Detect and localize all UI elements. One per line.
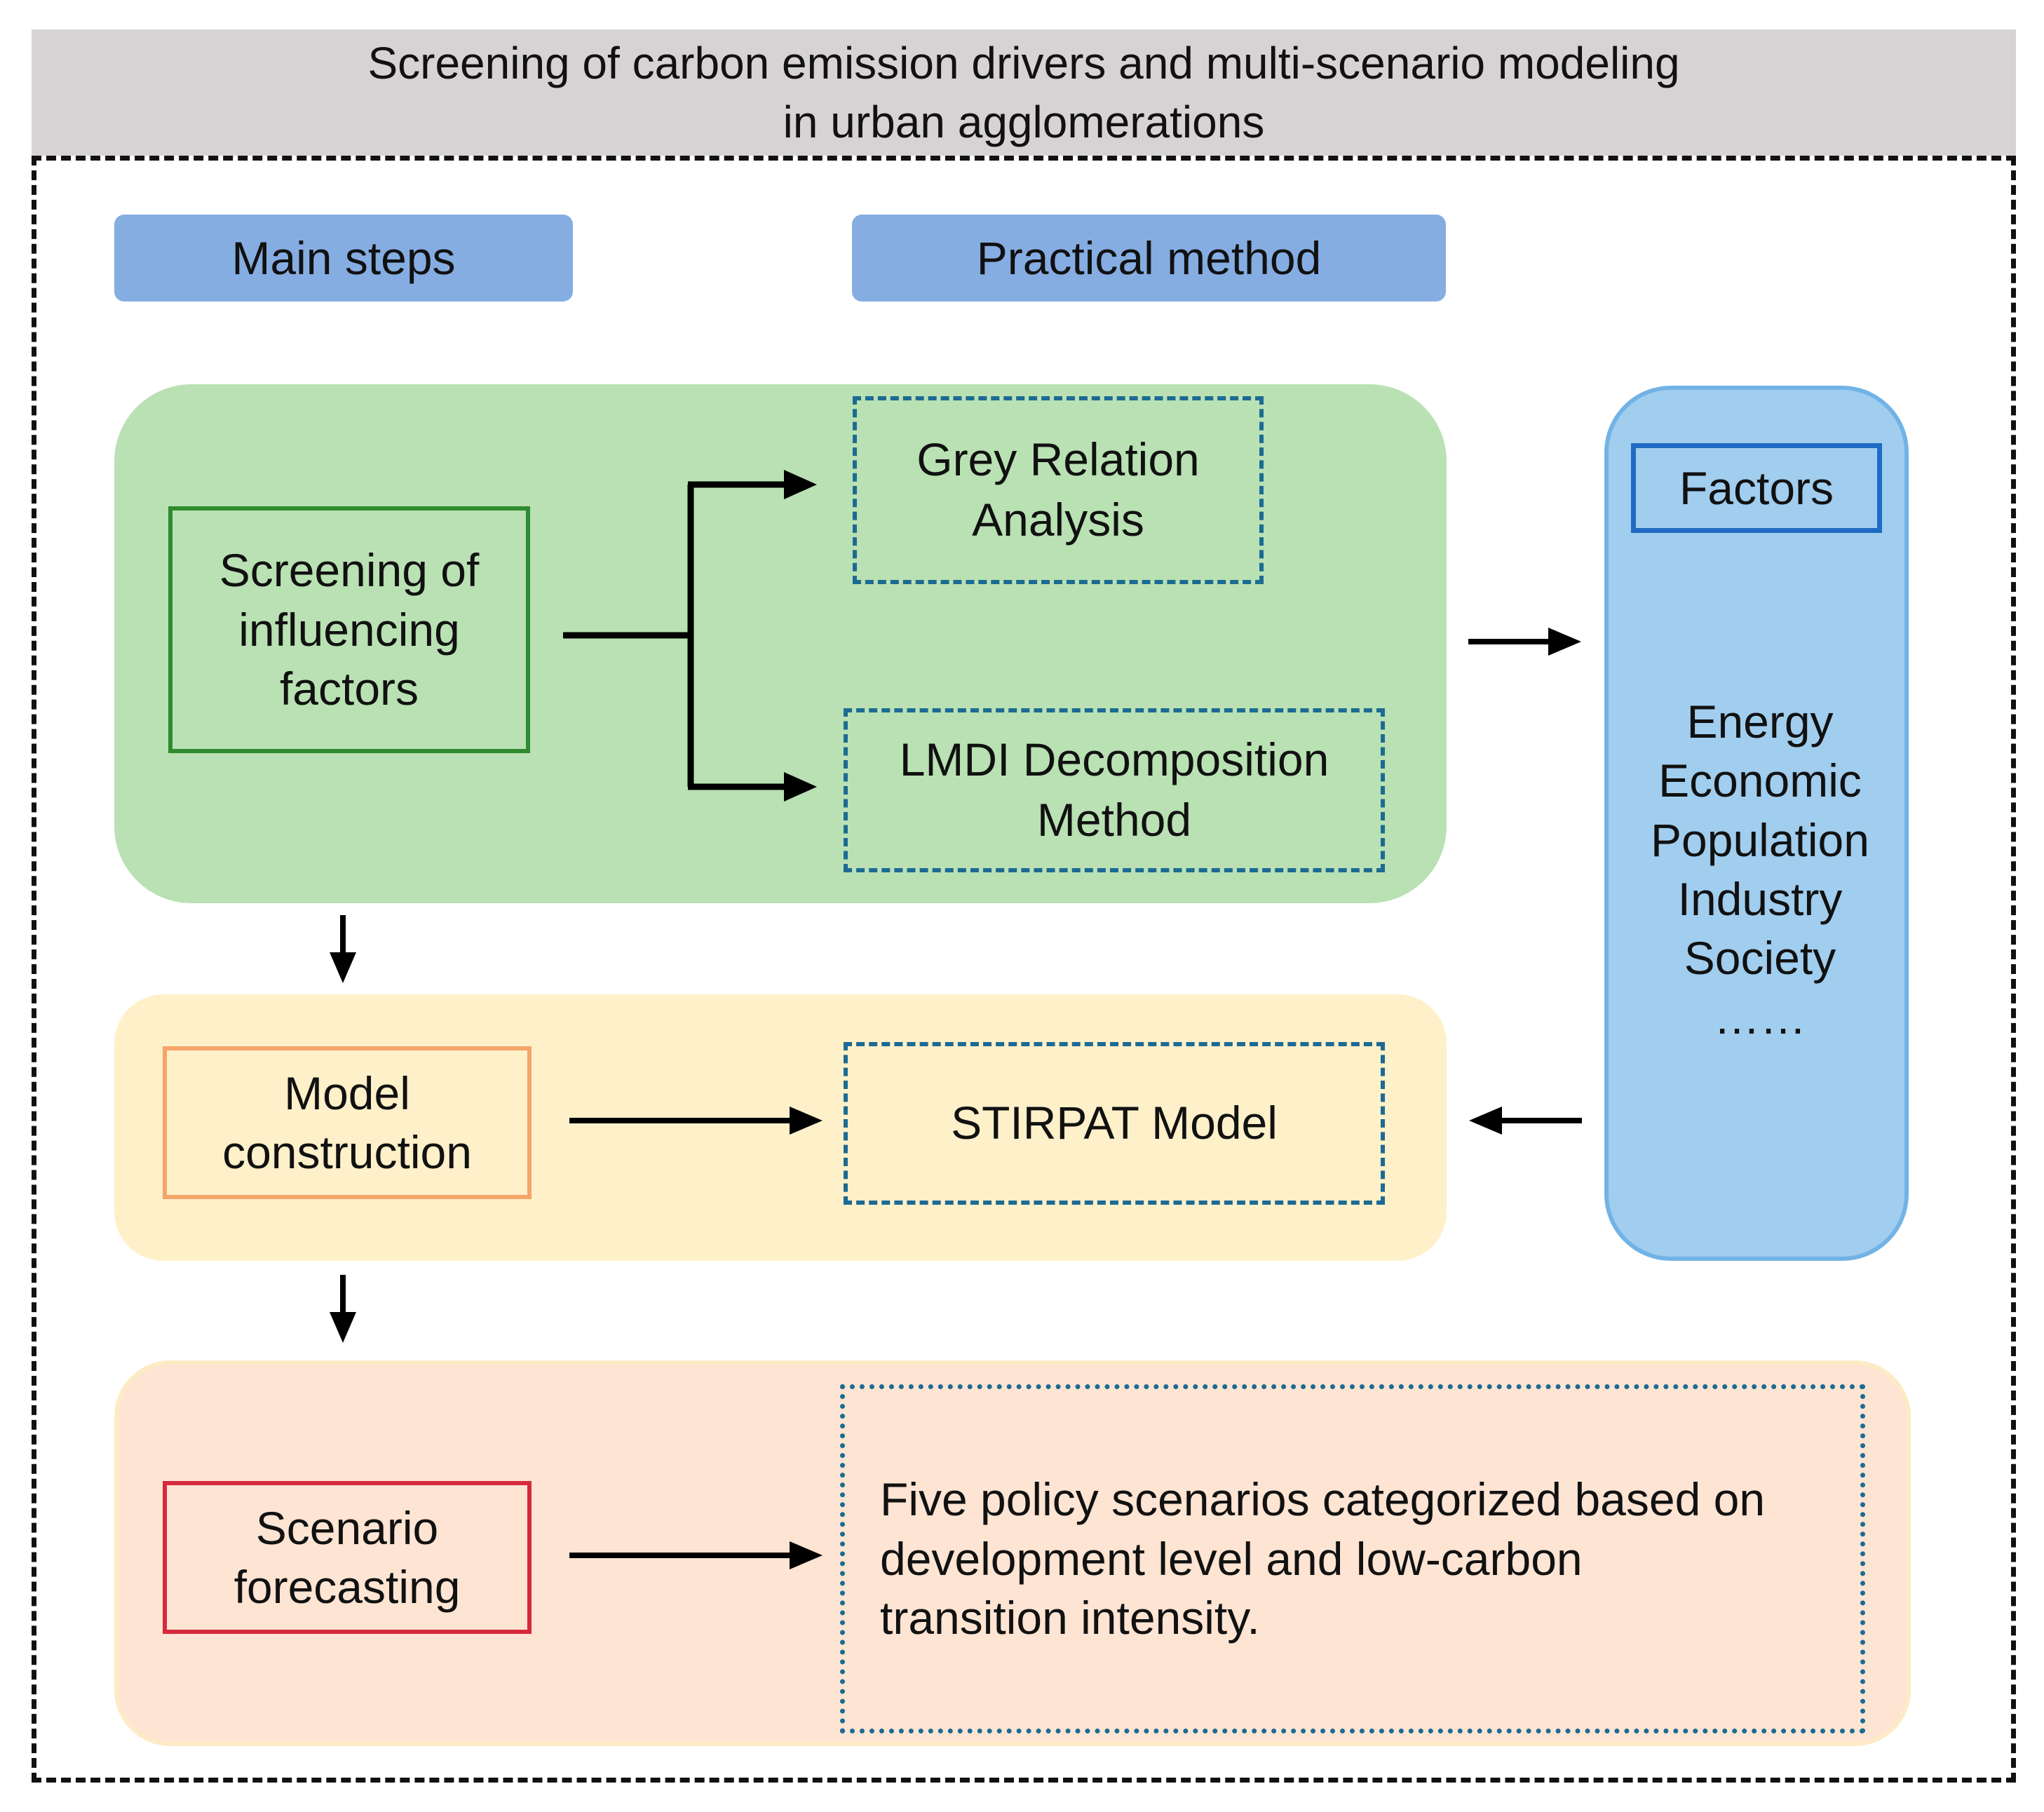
- main-steps-header: Main steps: [114, 215, 573, 302]
- policy-scenarios-box: Five policy scenarios categorized based …: [840, 1384, 1865, 1733]
- factor-ellipsis: ……: [1714, 991, 1806, 1043]
- screening-line-1: Screening of: [219, 544, 480, 597]
- model-line-2: construction: [222, 1126, 472, 1178]
- factor-industry: Industry: [1677, 873, 1843, 925]
- scenarios-line-1: Five policy scenarios categorized based …: [880, 1473, 1766, 1526]
- lmdi-line-1: LMDI Decomposition: [899, 733, 1329, 786]
- factors-title-box: Factors: [1631, 443, 1882, 533]
- grey-relation-box: Grey Relation Analysis: [853, 396, 1264, 584]
- practical-method-header: Practical method: [852, 215, 1446, 302]
- main-steps-label: Main steps: [231, 232, 456, 284]
- scenario-panel: [114, 1360, 1911, 1746]
- factor-energy: Energy: [1686, 695, 1834, 748]
- screening-factors-box: Screening of influencing factors: [168, 506, 530, 753]
- factor-society: Society: [1684, 932, 1836, 985]
- stirpat-label: STIRPAT Model: [951, 1097, 1278, 1149]
- stirpat-box: STIRPAT Model: [844, 1042, 1385, 1205]
- scenarios-line-2: development level and low-carbon: [880, 1532, 1583, 1585]
- grey-line-2: Analysis: [972, 494, 1144, 546]
- scenario-forecasting-box: Scenario forecasting: [163, 1481, 532, 1634]
- factors-title: Factors: [1679, 462, 1834, 514]
- factors-list: Energy Economic Population Industry Soci…: [1613, 687, 1907, 1052]
- factor-economic: Economic: [1658, 755, 1862, 807]
- lmdi-line-2: Method: [1036, 794, 1192, 846]
- model-construction-box: Model construction: [163, 1046, 532, 1199]
- scenarios-line-3: transition intensity.: [880, 1592, 1260, 1644]
- title-line-2: in urban agglomerations: [783, 97, 1265, 147]
- outer-dashed-frame: [32, 156, 2016, 1783]
- grey-line-1: Grey Relation: [916, 433, 1200, 486]
- scenario-line-1: Scenario: [255, 1501, 439, 1554]
- screening-line-2: influencing: [238, 603, 460, 656]
- screening-line-3: factors: [279, 663, 419, 715]
- model-panel: [114, 994, 1447, 1261]
- title-line-1: Screening of carbon emission drivers and…: [367, 37, 1680, 88]
- screening-panel: [114, 384, 1447, 903]
- factor-population: Population: [1651, 813, 1869, 866]
- model-line-1: Model: [284, 1067, 410, 1119]
- practical-method-label: Practical method: [976, 232, 1322, 284]
- scenario-line-2: forecasting: [233, 1561, 461, 1613]
- lmdi-box: LMDI Decomposition Method: [844, 708, 1385, 872]
- diagram-title: Screening of carbon emission drivers and…: [32, 29, 2016, 156]
